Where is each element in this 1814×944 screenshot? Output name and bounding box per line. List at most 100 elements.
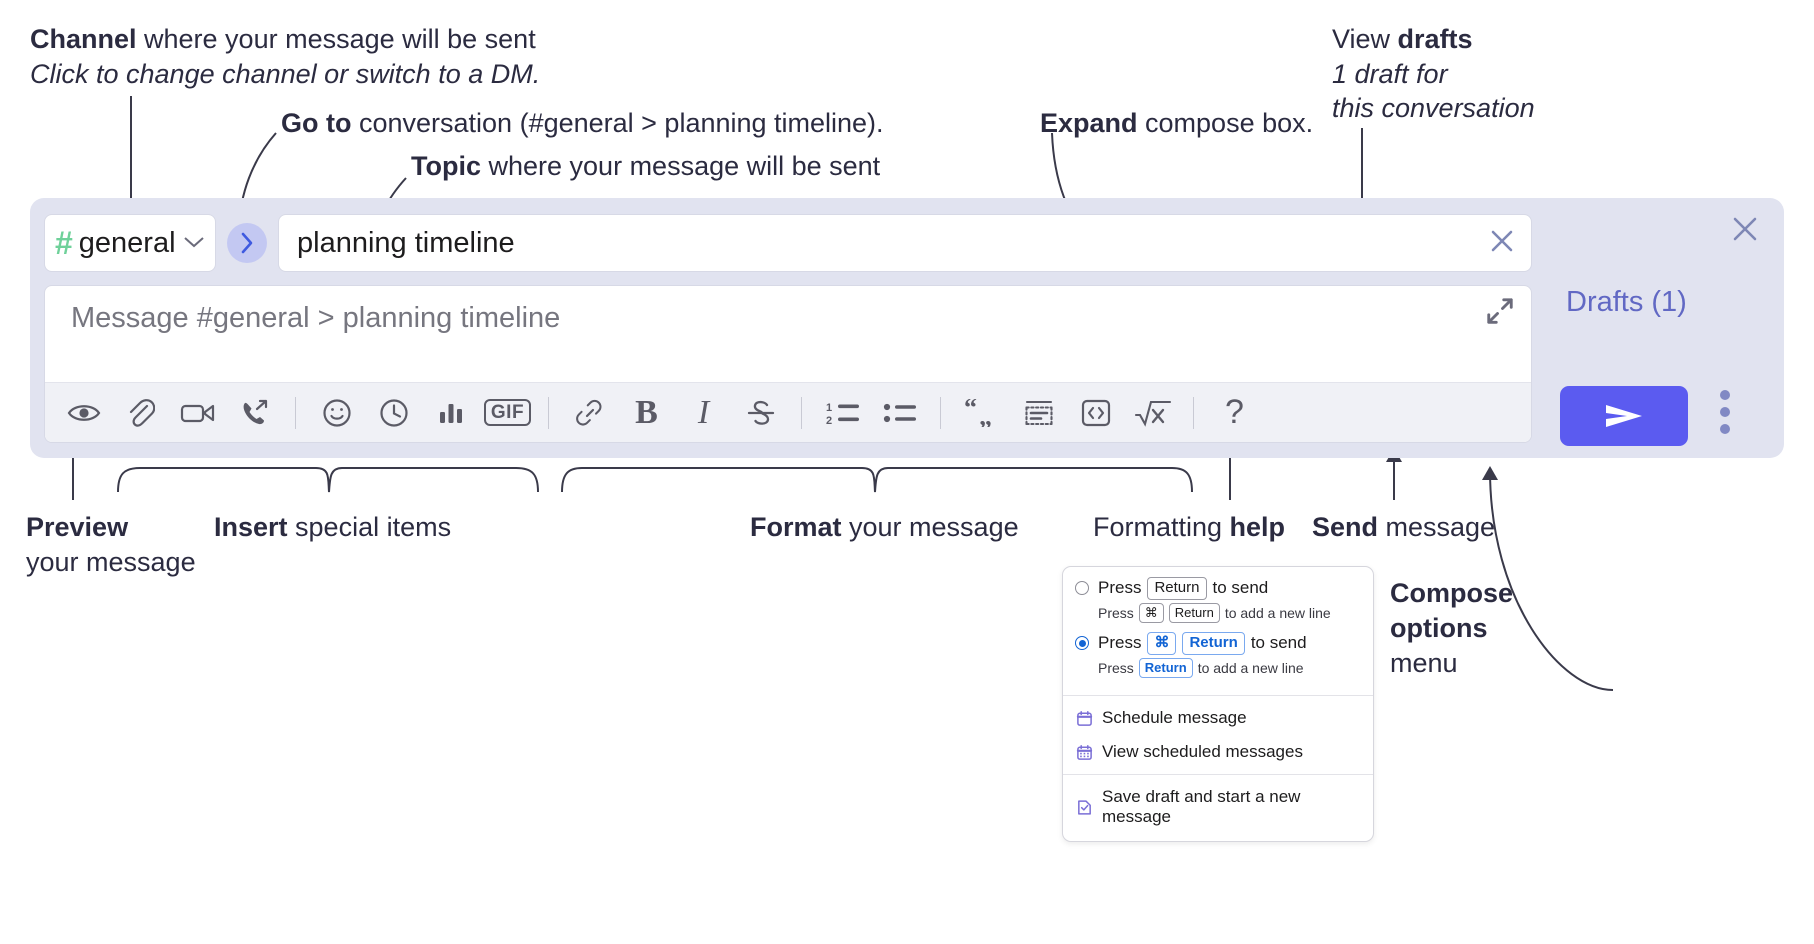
toolbar-separator xyxy=(295,396,296,429)
calendar-grid-icon xyxy=(1075,743,1093,761)
menu-item-save-draft[interactable]: Save draft and start a new message xyxy=(1063,780,1373,834)
compose-options-button[interactable] xyxy=(1720,390,1730,441)
annotation-format-bold: Format xyxy=(750,512,842,542)
goto-conversation-button[interactable] xyxy=(227,223,267,263)
option1-post: to send xyxy=(1212,578,1269,598)
annotation-preview-bold: Preview xyxy=(26,512,129,542)
preview-icon[interactable] xyxy=(55,383,112,443)
strikethrough-icon[interactable] xyxy=(732,383,789,443)
attachment-icon[interactable] xyxy=(112,383,169,443)
kebab-dot xyxy=(1720,407,1730,417)
toolbar-separator xyxy=(940,396,941,429)
send-arrow-icon xyxy=(1606,405,1642,427)
menu-divider xyxy=(1063,774,1373,775)
svg-text:2: 2 xyxy=(826,415,832,427)
annotation-copt-line2: options xyxy=(1390,613,1488,644)
gif-label: GIF xyxy=(483,399,532,426)
send-behavior-section: Press Return to send Press ⌘ Return to a… xyxy=(1063,567,1373,695)
menu-divider xyxy=(1063,695,1373,696)
drafts-link[interactable]: Drafts (1) xyxy=(1566,286,1687,318)
annotation-channel: Channel where your message will be sent … xyxy=(30,22,540,91)
option2-sub-post: to add a new line xyxy=(1197,659,1304,676)
annotation-format-rest: your message xyxy=(841,512,1019,542)
annotation-fhelp-pre: Formatting xyxy=(1093,512,1230,542)
poll-icon[interactable] xyxy=(422,383,479,443)
message-box: Message #general > planning timeline xyxy=(44,285,1532,443)
annotation-goto-bold: Go to xyxy=(281,108,352,138)
channel-name: general xyxy=(78,226,176,259)
send-button[interactable] xyxy=(1560,386,1688,446)
toolbar-separator xyxy=(801,396,802,429)
annotation-drafts: View drafts 1 draft for this conversatio… xyxy=(1332,22,1535,126)
option2-sub-pre: Press xyxy=(1098,659,1134,676)
link-icon[interactable] xyxy=(561,383,618,443)
svg-text:“: “ xyxy=(964,399,977,422)
code-icon[interactable] xyxy=(1067,383,1124,443)
bold-glyph: B xyxy=(635,393,658,431)
annotation-format: Format your message xyxy=(750,510,1019,545)
annotation-channel-rest: where your message will be sent xyxy=(136,24,536,54)
option1-sub-post: to add a new line xyxy=(1224,604,1331,621)
annotation-drafts-bold: drafts xyxy=(1397,24,1473,54)
toolbar-separator xyxy=(1193,396,1194,429)
annotation-channel-sub: Click to change channel or switch to a D… xyxy=(30,58,541,89)
radio-unselected[interactable] xyxy=(1075,581,1089,596)
compose-header-row: # general planning timeline xyxy=(44,212,1532,274)
kebab-dot xyxy=(1720,424,1730,434)
option2-sub-key-return: Return xyxy=(1138,657,1193,678)
calendar-clock-icon xyxy=(1075,709,1093,727)
formatting-help-icon[interactable]: ? xyxy=(1206,383,1263,443)
topic-input[interactable]: planning timeline xyxy=(278,214,1532,272)
annotation-send-rest: message xyxy=(1378,512,1496,542)
hash-icon: # xyxy=(55,225,73,261)
menu-schedule-group: Schedule message View scheduled messages xyxy=(1063,696,1373,774)
toolbar-separator xyxy=(548,396,549,429)
option2-key-cmd: ⌘ xyxy=(1147,632,1177,655)
menu-item-view-scheduled[interactable]: View scheduled messages xyxy=(1063,735,1373,769)
radio-selected[interactable] xyxy=(1075,636,1089,651)
bulleted-list-icon[interactable] xyxy=(871,383,928,443)
annotation-channel-bold: Channel xyxy=(30,24,137,54)
chevron-right-icon xyxy=(241,232,252,254)
save-draft-icon xyxy=(1075,798,1093,816)
message-input-area[interactable]: Message #general > planning timeline xyxy=(45,286,1531,382)
menu-item-schedule-message[interactable]: Schedule message xyxy=(1063,701,1373,735)
audio-huddle-icon[interactable] xyxy=(226,383,283,443)
send-option-cmd-return[interactable]: Press ⌘ Return to send Press Return to a… xyxy=(1075,632,1361,678)
ordered-list-icon[interactable]: 1 2 xyxy=(814,383,871,443)
reminder-clock-icon[interactable] xyxy=(365,383,422,443)
send-option-return[interactable]: Press Return to send Press ⌘ Return to a… xyxy=(1075,577,1361,623)
option1-sub-pre: Press xyxy=(1098,604,1134,621)
italic-icon[interactable]: I xyxy=(675,383,732,443)
option2-post: to send xyxy=(1250,633,1307,653)
expand-icon[interactable] xyxy=(1485,296,1515,326)
math-icon[interactable] xyxy=(1124,383,1181,443)
clear-topic-icon[interactable] xyxy=(1479,226,1517,261)
bold-icon[interactable]: B xyxy=(618,383,675,443)
annotation-drafts-pre: View xyxy=(1332,24,1398,54)
annotation-goto: Go to conversation (#general > planning … xyxy=(281,106,884,141)
chevron-down-icon xyxy=(183,232,205,255)
option1-sub-key-return: Return xyxy=(1168,602,1220,623)
annotation-send: Send message xyxy=(1312,510,1495,545)
formatting-toolbar: GIF B I xyxy=(45,382,1531,442)
svg-text:1: 1 xyxy=(826,402,832,414)
menu-draft-group: Save draft and start a new message xyxy=(1063,775,1373,841)
italic-glyph: I xyxy=(697,393,710,431)
channel-selector[interactable]: # general xyxy=(44,214,216,272)
compose-main-column: # general planning timeline Message #gen… xyxy=(44,212,1532,443)
emoji-icon[interactable] xyxy=(308,383,365,443)
annotation-formatting-help: Formatting help xyxy=(1093,510,1285,545)
annotation-preview: Preview your message xyxy=(26,510,196,579)
menu-item-view-scheduled-label: View scheduled messages xyxy=(1102,742,1303,761)
gif-icon[interactable]: GIF xyxy=(479,383,536,443)
annotation-drafts-sub1: 1 draft for xyxy=(1332,58,1448,89)
video-icon[interactable] xyxy=(169,383,226,443)
annotation-topic-rest: where your message will be sent xyxy=(481,151,881,181)
close-icon[interactable] xyxy=(1728,212,1762,252)
blockquote-icon[interactable]: “ „ xyxy=(953,383,1010,443)
code-block-icon[interactable] xyxy=(1010,383,1067,443)
option2-key-return: Return xyxy=(1182,632,1245,655)
annotation-drafts-sub2: this conversation xyxy=(1332,93,1535,124)
